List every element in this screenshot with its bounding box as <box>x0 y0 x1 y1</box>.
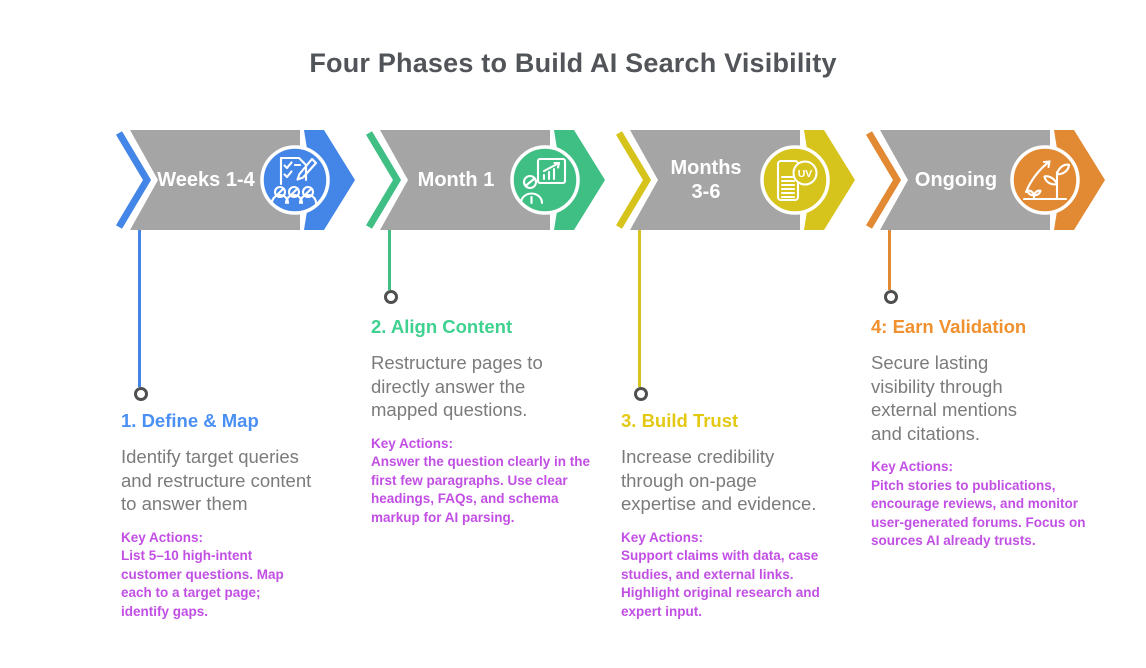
key-actions-label: Key Actions: <box>871 459 954 474</box>
key-actions-text: Answer the question clearly in the first… <box>371 454 591 525</box>
presentation-chart-icon <box>519 157 567 205</box>
chevron-stripe <box>115 131 152 229</box>
phase-description: Identify target queries and restructure … <box>121 446 312 514</box>
phase-text-block: 4: Earn Validation Secure lasting visibi… <box>871 316 1121 551</box>
connector-line <box>888 230 891 290</box>
phase-text-block: 2. Align Content Restructure pages to di… <box>371 316 621 527</box>
key-actions-label: Key Actions: <box>621 529 704 545</box>
phase-description: Increase credibility through on-page exp… <box>621 446 817 514</box>
phase-label: Month 1 <box>417 169 495 191</box>
arrow-body <box>130 130 300 230</box>
connector-dot <box>633 387 648 401</box>
connector-dot <box>133 387 148 401</box>
arrow-body <box>880 130 1050 230</box>
icon-badge <box>510 145 580 215</box>
phase-description: Restructure pages to directly answer the… <box>371 352 543 420</box>
phase-label: Months 3-6 <box>670 157 742 203</box>
chevron-stripe <box>865 131 902 229</box>
phase-arrow <box>365 130 605 230</box>
key-actions-text: List 5–10 high-intent customer questions… <box>121 548 284 619</box>
arrow-body <box>630 130 800 230</box>
phase-text-block: 1. Define & Map Identify target queries … <box>121 410 371 621</box>
key-actions-text: Pitch stories to publications, encourage… <box>871 477 1086 549</box>
connector-line <box>638 230 641 387</box>
page-title: Four Phases to Build AI Search Visibilit… <box>309 48 837 78</box>
connector-line <box>138 230 141 387</box>
connector-line <box>388 230 391 290</box>
key-actions-text: Support claims with data, case studies, … <box>621 548 820 619</box>
chevron-stripe <box>365 131 402 229</box>
phase-description: Secure lasting visibility through extern… <box>871 352 1018 444</box>
phase-label: Weeks 1-4 <box>157 169 255 191</box>
phase-3-build-trust: UV Months 3-6 3. Build Trust Increase cr… <box>614 130 858 650</box>
growth-plant-icon <box>1022 160 1071 201</box>
arrow-body <box>380 130 550 230</box>
connector-dot <box>383 290 398 304</box>
connector-dot <box>883 290 898 304</box>
uv-document-icon: UV <box>776 159 818 202</box>
chevron-stripe <box>615 131 652 229</box>
phase-arrow <box>115 130 355 230</box>
uv-label: UV <box>798 168 813 180</box>
phase-heading: 4: Earn Validation <box>871 316 1027 337</box>
phase-2-align-content: Month 1 2. Align Content Restructure pag… <box>364 130 608 650</box>
phase-arrow <box>865 130 1105 230</box>
phase-label: Ongoing <box>914 169 998 191</box>
phase-text-block: 3. Build Trust Increase credibility thro… <box>621 410 871 621</box>
phase-arrow: UV <box>615 130 855 230</box>
phase-heading: 2. Align Content <box>371 316 513 337</box>
phase-heading: 3. Build Trust <box>621 410 739 431</box>
phase-1-define-map: Weeks 1-4 1. Define & Map Identify targe… <box>114 130 358 650</box>
phase-4-earn-validation: Ongoing 4: Earn Validation Secure lastin… <box>864 130 1108 650</box>
phase-heading: 1. Define & Map <box>121 410 259 431</box>
checklist-people-icon <box>270 156 318 205</box>
key-actions-label: Key Actions: <box>371 435 454 451</box>
key-actions-label: Key Actions: <box>121 529 204 545</box>
